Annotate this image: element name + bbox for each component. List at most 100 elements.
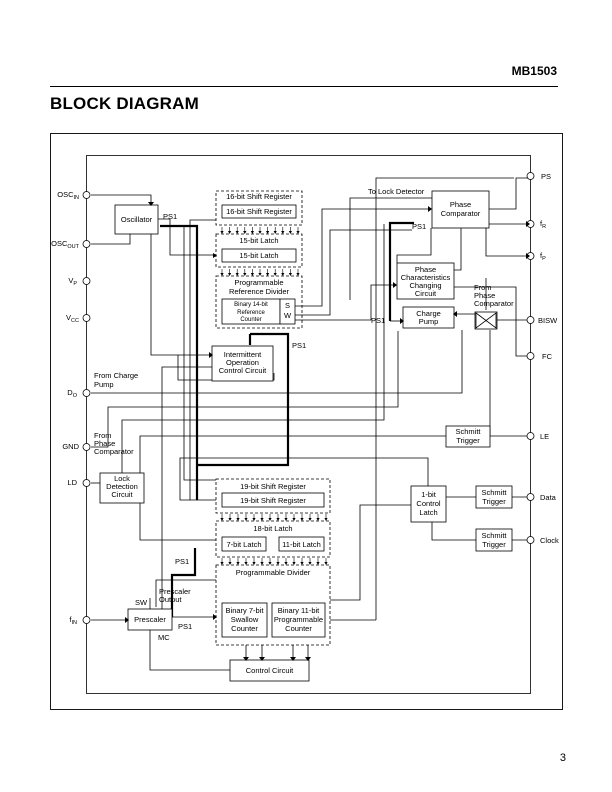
bus-tick xyxy=(243,231,247,234)
bus-tick xyxy=(250,231,254,234)
bin11-label-2: Programmable xyxy=(274,615,323,624)
control-circuit-label: Control Circuit xyxy=(246,666,294,675)
main-latch-group xyxy=(215,520,331,558)
from-pc2-label-3: Comparator xyxy=(94,447,134,456)
bus-tick xyxy=(258,231,262,234)
left-pins: OSCIN OSCOUT VP VCC DO GND LD fIN xyxy=(51,190,91,626)
prescaler-output-label-2: Output xyxy=(159,595,182,604)
pin-label-fc: FC xyxy=(542,352,553,361)
sw-label: SW xyxy=(135,598,148,607)
main-shift-outer-label: 19-bit Shift Register xyxy=(240,482,306,491)
pin-label-clock: Clock xyxy=(540,536,559,545)
ctrl-latch-label-2: Control xyxy=(416,499,441,508)
ioc-label-3: Control Circuit xyxy=(219,366,267,375)
bus-tick xyxy=(235,231,239,234)
ioc-label-1: Intermittent xyxy=(224,350,262,359)
latch-11bit xyxy=(278,536,325,552)
bus-tick xyxy=(300,518,304,521)
bus-tick xyxy=(276,562,280,565)
schmitt-data-label-2: Trigger xyxy=(482,497,506,506)
ref-latch-inner-label: 15-bit Latch xyxy=(239,251,278,260)
bus-tick xyxy=(292,562,296,565)
ps1-label-oscillator: PS1 xyxy=(163,212,177,221)
bus-tick xyxy=(324,562,328,565)
bus-tick xyxy=(236,562,240,565)
charge-pump-label-1: Charge xyxy=(416,309,441,318)
bus-tick xyxy=(288,231,292,234)
bus-tick xyxy=(228,273,232,276)
ctrl-latch-label-1: 1-bit xyxy=(421,490,437,499)
pin-label-vp: VP xyxy=(68,276,77,287)
bus-tick xyxy=(250,273,254,276)
ref-bus-ticks xyxy=(220,227,300,276)
ref-latch-outer-label: 15-bit Latch xyxy=(239,236,278,245)
bus-tick xyxy=(316,518,320,521)
bus-tick xyxy=(252,562,256,565)
pin-ps xyxy=(526,172,535,180)
pin-label-ps: PS xyxy=(541,172,551,181)
binary-11bit-programmable-counter xyxy=(271,602,326,638)
ps1-label-div: PS1 xyxy=(175,557,189,566)
latch18-label: 18-bit Latch xyxy=(253,524,292,533)
bus-tick xyxy=(288,273,292,276)
bus-tick xyxy=(281,231,285,234)
bus-tick xyxy=(273,231,277,234)
sw-switch-block xyxy=(279,298,296,325)
main-divider-group xyxy=(215,564,331,646)
schmitt-trigger-data xyxy=(475,485,513,509)
from-pc2-label-2: Phase xyxy=(94,439,115,448)
from-pc-label-3: Comparator xyxy=(474,299,514,308)
bus-tick xyxy=(284,518,288,521)
bin11-label-3: Counter xyxy=(285,624,312,633)
pin-fc xyxy=(526,352,535,360)
bus-tick xyxy=(292,518,296,521)
bus-tick xyxy=(296,231,300,234)
lock-det-label-3: Circuit xyxy=(111,490,133,499)
bus-tick xyxy=(228,562,232,565)
bin11-label-1: Binary 11-bit xyxy=(278,606,320,615)
ref-shift-outer-label: 16-bit Shift Register xyxy=(226,192,292,201)
main-shift-register xyxy=(221,492,325,508)
pin-do xyxy=(82,389,91,397)
ps1-bus xyxy=(160,221,414,617)
bus-tick xyxy=(281,273,285,276)
arrowheads xyxy=(125,202,530,661)
charge-pump-label-2: Pump xyxy=(419,317,439,326)
pin-data xyxy=(526,493,535,501)
pin-clock xyxy=(526,536,535,544)
pin-label-gnd: GND xyxy=(62,442,79,451)
lock-det-label-1: Lock xyxy=(114,474,130,483)
part-number: MB1503 xyxy=(511,64,557,78)
ref-latch xyxy=(221,248,297,263)
bus-tick xyxy=(268,518,272,521)
bus-tick xyxy=(260,518,264,521)
bus-tick xyxy=(244,518,248,521)
bus-tick xyxy=(243,273,247,276)
bus-tick xyxy=(220,562,224,565)
main-bus-ticks xyxy=(220,514,328,565)
bus-tick xyxy=(220,231,224,234)
pin-label-osc-out: OSCOUT xyxy=(51,239,80,250)
schmitt-clock-label-2: Trigger xyxy=(482,540,506,549)
bus-tick xyxy=(266,231,270,234)
to-lock-detector-label: To Lock Detector xyxy=(368,187,425,196)
schmitt-le-label-2: Trigger xyxy=(456,436,480,445)
schmitt-clock-label-1: Schmitt xyxy=(481,531,507,540)
bus-tick xyxy=(266,273,270,276)
phase-comp-label-1: Phase xyxy=(450,200,471,209)
phase-comp-label-2: Comparator xyxy=(441,209,481,218)
bidirectional-switch xyxy=(474,311,498,330)
main-shift-group xyxy=(215,478,331,514)
chip-boundary xyxy=(86,155,531,694)
control-circuit xyxy=(229,659,310,682)
from-cp-label-2: Pump xyxy=(94,380,114,389)
pin-label-osc-in: OSCIN xyxy=(57,190,79,201)
ps1-label-cpump: PS1 xyxy=(371,316,385,325)
bus-tick xyxy=(308,562,312,565)
prog-div-label: Programmable Divider xyxy=(236,568,311,577)
bus-tick xyxy=(258,273,262,276)
page-number: 3 xyxy=(559,752,566,764)
figure-frame xyxy=(50,133,563,710)
control-latch-1bit xyxy=(410,485,447,523)
